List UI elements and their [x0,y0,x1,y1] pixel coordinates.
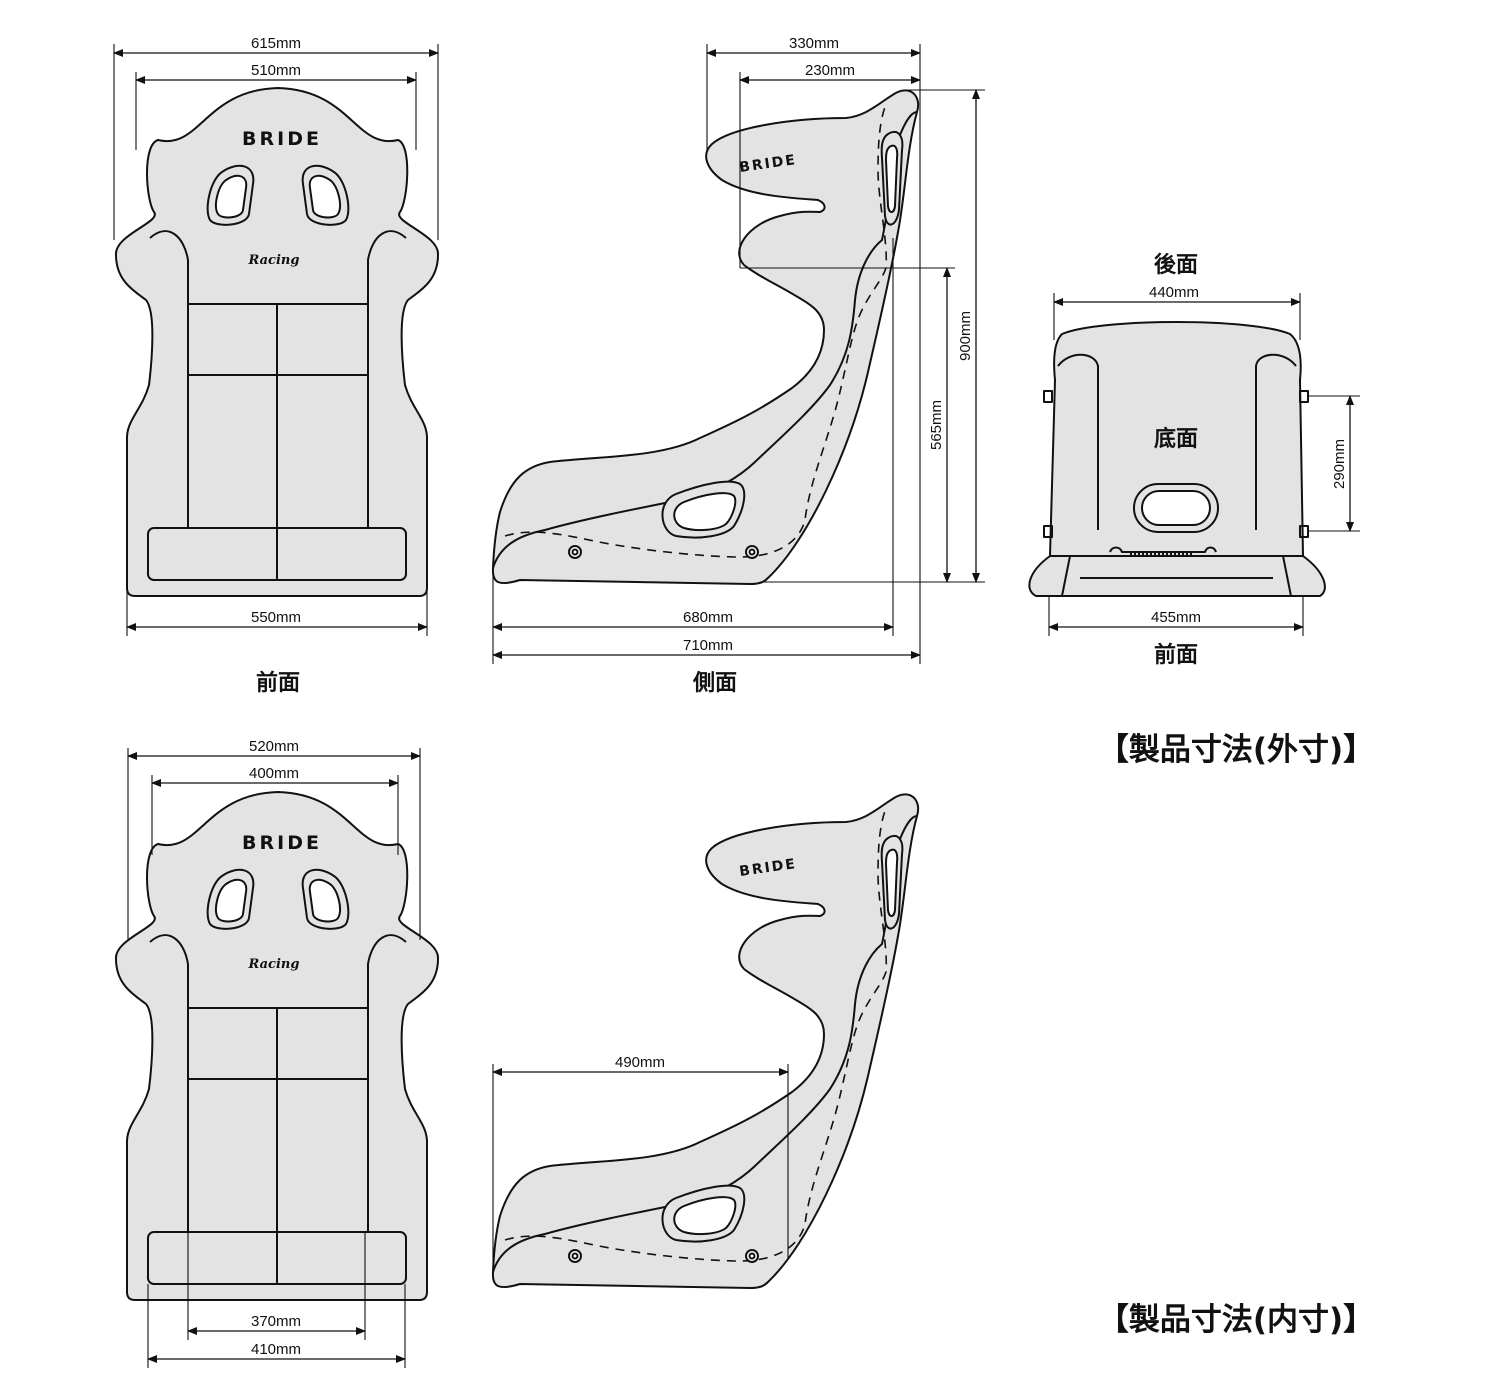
rear-dims [1048,293,1360,636]
dim-side-depth-head: 230mm [805,62,855,79]
brand-logo-front: BRIDE [242,128,322,150]
dim-rear-mount-height: 290mm [1331,439,1348,489]
label-rear-view: 後面 [1154,252,1198,278]
dim-side-length-total: 710mm [683,637,733,654]
label-front-bottom-view: 前面 [1154,642,1198,668]
dim-rear-width-top: 440mm [1149,284,1199,301]
front-dims-outer [113,44,439,636]
side-dims-inner [492,1064,789,1274]
dim-side-height-total: 900mm [957,311,974,361]
model-logo-front-inner: Racing [248,957,300,972]
front-dims-inner [127,748,421,1368]
dim-inner-width-head: 400mm [249,765,299,782]
title-inner-dimensions: 【製品寸法(内寸)】 [1098,1302,1374,1338]
front-view-seat-outer [114,87,440,597]
label-side-view: 側面 [692,671,737,696]
dim-rear-width-base: 455mm [1151,609,1201,626]
dim-inner-side-depth-seat: 490mm [615,1054,665,1071]
side-view-seat-inner [491,793,920,1289]
label-front-view: 前面 [256,670,300,696]
dim-front-width-head: 510mm [251,62,301,79]
front-view-seat-inner [114,791,440,1301]
model-logo-front: Racing [248,253,300,268]
brand-logo-side: BRIDE [738,152,798,176]
side-dims-outer [492,44,985,664]
side-view-seat-outer [491,89,920,585]
brand-logo-front-inner: BRIDE [242,832,322,854]
label-bottom-view: 底面 [1154,426,1198,452]
rear-view-seat [1028,321,1326,597]
dim-front-width-base: 550mm [251,609,301,626]
dim-inner-width-shoulder: 520mm [249,738,299,755]
dim-side-depth-top: 330mm [789,35,839,52]
dim-inner-width-cushion: 370mm [251,1313,301,1330]
dim-inner-width-base: 410mm [251,1341,301,1358]
dim-side-height-shoulder: 565mm [928,400,945,450]
dim-front-width-top: 615mm [251,35,301,52]
brand-logo-side-inner: BRIDE [738,856,798,880]
dim-side-length-base: 680mm [683,609,733,626]
title-outer-dimensions: 【製品寸法(外寸)】 [1098,732,1374,768]
